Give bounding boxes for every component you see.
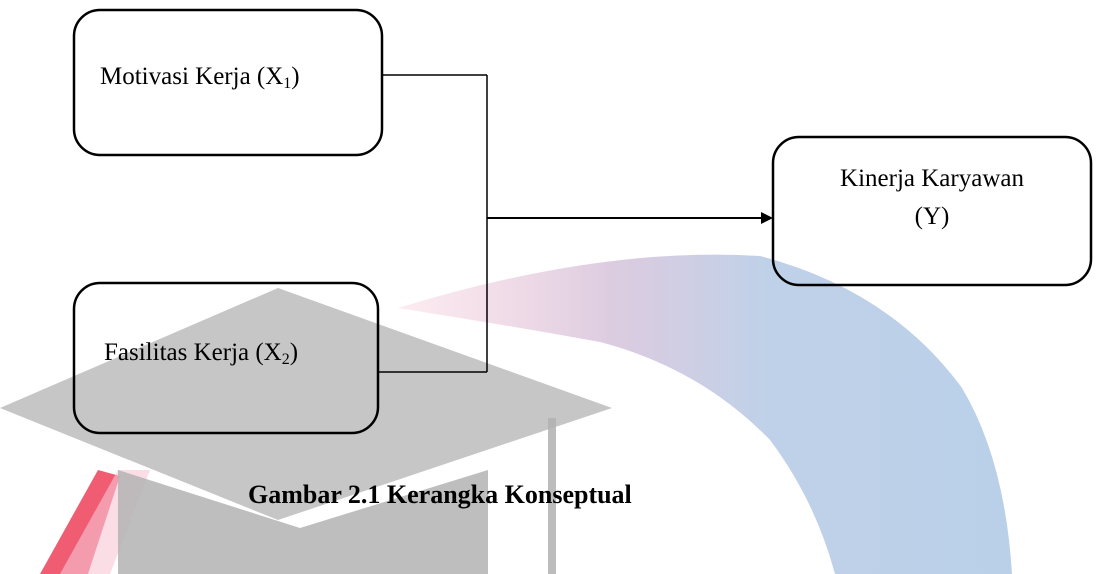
label-kinerja-karyawan: Kinerja Karyawan (Y) (773, 160, 1091, 236)
box-kinerja-karyawan (771, 135, 1093, 287)
watermark-tassel (548, 418, 556, 574)
watermark-cap-base (118, 470, 488, 574)
box-motivasi-kerja (72, 8, 384, 157)
label-kinerja-line1: Kinerja Karyawan (840, 165, 1024, 192)
watermark-red-accent (40, 470, 120, 574)
watermark-arc (398, 254, 1012, 574)
label-fasilitas-kerja: Fasilitas Kerja (X2) (104, 339, 299, 368)
label-motivasi-kerja: Motivasi Kerja (X1) (100, 63, 300, 92)
watermark-cap-board (0, 288, 612, 520)
label-kinerja-line2: (Y) (914, 203, 950, 230)
figure-caption: Gambar 2.1 Kerangka Konseptual (248, 480, 632, 509)
box-fasilitas-kerja (72, 281, 380, 435)
